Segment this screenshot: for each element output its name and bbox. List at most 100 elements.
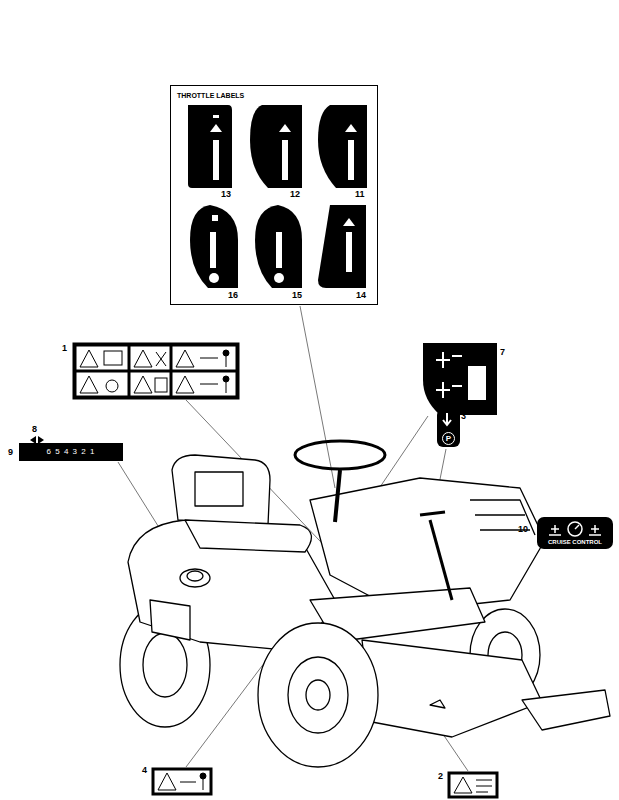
callout-number: 2: [438, 771, 443, 781]
safety-decal: [200, 358, 218, 359]
tractor: [172, 455, 270, 525]
warning-decal: [203, 779, 204, 790]
throttle-decals: [190, 205, 238, 288]
callout-number: 1: [62, 343, 67, 353]
speed-decal: [468, 366, 486, 400]
warning-decal: [200, 773, 206, 779]
throttle-decals: [255, 205, 302, 288]
callout-number: 7: [500, 347, 505, 357]
safety-decal: [130, 346, 170, 370]
warning-decal: [180, 782, 196, 783]
speed-decal: [436, 352, 462, 368]
throttle-decals: [188, 105, 232, 188]
leader-lines: [300, 306, 335, 488]
safety-decal: [76, 346, 128, 370]
tractor: [362, 640, 542, 737]
tractor: [430, 520, 452, 600]
callout-number: 9: [8, 447, 13, 457]
safety-decal: [156, 352, 166, 366]
tractor: [120, 441, 610, 767]
tractor: [185, 520, 311, 552]
safety-decal: [200, 384, 218, 385]
warning-decal: [454, 777, 472, 793]
throttle-slots: [348, 140, 354, 180]
throttle-slots: [213, 115, 219, 118]
throttle-slots: [282, 140, 288, 180]
callout-number: 15: [292, 290, 302, 300]
safety-decal: [134, 350, 152, 367]
callout-number: 14: [356, 290, 366, 300]
cruise-icons: [537, 519, 613, 539]
safety-decal: [73, 343, 239, 399]
callout-number: 13: [221, 189, 231, 199]
arrow-icon: [440, 412, 454, 430]
tractor: [143, 633, 187, 697]
tractor: [295, 441, 385, 469]
callout-number: 4: [142, 765, 147, 775]
cruise-icons: [549, 522, 601, 536]
tractor: [288, 657, 348, 733]
decal-text: 6 5 4 3 2 1: [47, 447, 96, 457]
gear-decal: 6 5 4 3 2 1: [19, 443, 123, 461]
arrow-icon: [443, 413, 451, 425]
callout-number: 8: [32, 424, 37, 434]
throttle-slots: [345, 124, 357, 132]
tractor: [335, 470, 340, 522]
callout-number: 3: [461, 411, 466, 421]
safety-decal: [176, 350, 194, 367]
tractor: [470, 500, 535, 535]
parking-decal: P: [437, 409, 460, 447]
throttle-decals: [188, 105, 367, 288]
callout-number: 12: [290, 189, 300, 199]
safety-decal: [106, 380, 118, 392]
callout-number: 10: [518, 524, 528, 534]
warning-decal: [154, 770, 210, 793]
safety-decal: [226, 356, 227, 367]
tractor: [150, 600, 190, 640]
throttle-label-box: THROTTLE LABELS: [170, 85, 378, 305]
safety-decal: [226, 382, 227, 393]
throttle-decals: [318, 205, 366, 288]
throttle-decals: [318, 105, 367, 188]
speed-decal: [423, 343, 497, 415]
cruise-control-decal: CRUISE CONTROL: [537, 517, 613, 549]
warning-decal: [152, 768, 212, 795]
tractor: [195, 472, 243, 506]
safety-decal: [73, 343, 239, 399]
safety-decal: [223, 350, 229, 356]
tractor: [306, 680, 330, 710]
throttle-decals: [250, 105, 302, 188]
safety-decal: [104, 351, 122, 365]
safety-decal: [176, 376, 194, 393]
warning-decal: [448, 772, 498, 798]
safety-decal: [155, 378, 167, 392]
tractor: [258, 623, 378, 767]
speed-decal: [423, 343, 497, 415]
throttle-slots: [279, 124, 291, 132]
throttle-slots: [210, 232, 216, 268]
safety-decal: [223, 376, 229, 382]
throttle-slots: [210, 124, 222, 132]
callout-number: 11: [355, 189, 365, 199]
decal-text: CRUISE CONTROL: [548, 539, 602, 546]
callout-number: 16: [228, 290, 238, 300]
throttle-slots: [213, 140, 219, 180]
safety-decal: [134, 376, 152, 393]
warning-decal: [448, 772, 498, 798]
throttle-slots: [209, 273, 219, 283]
tractor: [180, 569, 210, 587]
throttle-slots: [346, 232, 352, 272]
safety-decal: [172, 346, 236, 370]
decal-text: P: [442, 432, 455, 445]
speed-decal: [436, 382, 462, 398]
tractor: [187, 571, 203, 581]
throttle-slots: [209, 115, 357, 283]
warning-decal: [152, 768, 212, 795]
safety-decal: [76, 372, 128, 396]
throttle-slots: [212, 215, 218, 221]
throttle-slots: [343, 218, 355, 226]
tractor: [430, 700, 445, 708]
tractor: [522, 690, 610, 730]
safety-decal: [80, 350, 98, 367]
